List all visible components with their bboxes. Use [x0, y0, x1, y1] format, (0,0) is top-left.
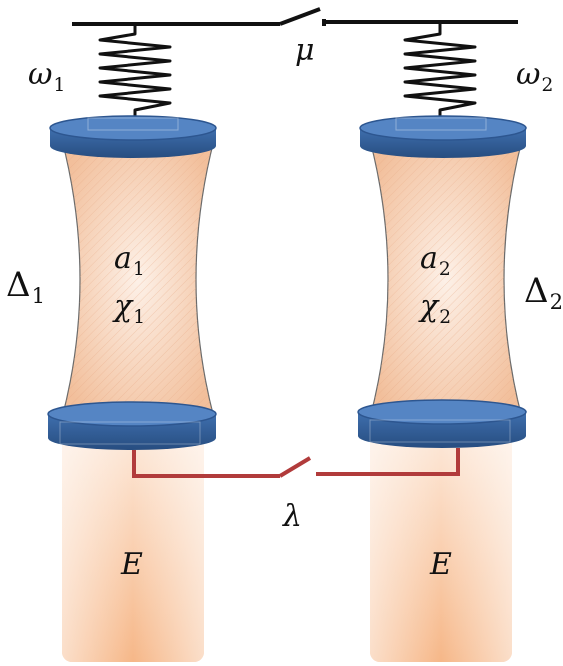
- omega2-label: ω2: [516, 57, 554, 96]
- mu-switch-arm: [279, 7, 321, 26]
- spring-right: [403, 22, 477, 122]
- chi2-label: χ2: [420, 289, 452, 328]
- lambda-switch-arm: [278, 456, 312, 478]
- mu-label: μ: [295, 33, 315, 68]
- delta1-label: Δ1: [6, 265, 45, 309]
- mechanical-coupling-line: [72, 7, 518, 26]
- lambda-label: λ: [283, 499, 303, 534]
- e-left-label: E: [121, 547, 143, 582]
- top-mirror-right: [359, 115, 527, 158]
- chi1-label: χ1: [114, 289, 146, 328]
- bottom-mirror-right: [357, 399, 527, 448]
- top-mirror-left: [49, 115, 217, 158]
- a1-label: a1: [114, 241, 145, 280]
- optical-coupling-line: [132, 448, 460, 478]
- bottom-mirror-left: [47, 401, 217, 450]
- e-right-label: E: [430, 547, 452, 582]
- omega1-label: ω1: [28, 57, 66, 96]
- a2-label: a2: [420, 241, 451, 280]
- spring-left: [98, 24, 172, 122]
- delta2-label: Δ2: [524, 271, 563, 315]
